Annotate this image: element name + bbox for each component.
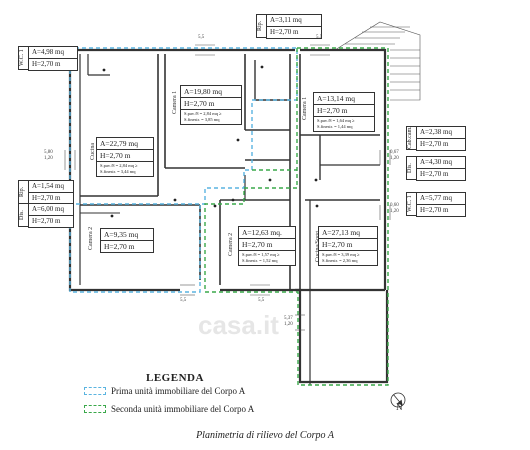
- windows: [64, 44, 391, 331]
- legend-item-first: Prima unità immobiliare del Corpo A: [84, 386, 245, 396]
- room-name-camera2b: Camera 2: [228, 232, 234, 256]
- unit-boundary-first: [68, 47, 298, 205]
- room-height: H=2,70 m: [97, 150, 153, 162]
- north-arrow-icon: [390, 392, 406, 408]
- room-note: S.pav./8 = 1,57 mq ≥S.finestr. = 1,52 mq: [242, 252, 280, 263]
- room-area: A=9,35 mq: [101, 229, 153, 241]
- room-note: S.pav./8 = 3,39 mq ≥S.finestr. = 2,36 mq: [322, 252, 360, 263]
- dim-bottom-mid: 5,37 1,20: [284, 316, 293, 327]
- room-area: A=12,63 mq.: [239, 227, 295, 239]
- room-note: S.pav./8 = 1,64 mq ≥S.finestr. = 1,44 mq: [317, 118, 355, 129]
- room-name-camera2: Camera 2: [88, 226, 94, 250]
- dim-right-upper: 0,67 1,20: [390, 150, 399, 161]
- ext-info-rip-left: A=1,54 mq H=2,70 m: [28, 180, 74, 205]
- ext-info-cabcam: A=2,38 mq H=2,70 m: [416, 126, 466, 151]
- room-area: A=19,80 mq: [181, 86, 241, 98]
- fixture-dots: [102, 65, 319, 218]
- room-info-camera1b: A=13,14 mq H=2,70 m S.pav./8 = 1,64 mq ≥…: [313, 92, 375, 132]
- room-area: A=27,13 mq: [319, 227, 377, 239]
- room-height: H=2,70 m: [104, 242, 135, 251]
- caption: Planimetria di rilievo del Corpo A: [196, 430, 334, 441]
- room-note: S.pav./8 = 2,84 mq ≥S.finestr. = 3,44 mq: [100, 163, 138, 174]
- ext-info-dis-right: A=4,30 mq H=2,70 m: [416, 156, 466, 181]
- dim-bottom-window: 5,5: [258, 298, 265, 303]
- room-height: H=2,70 m: [239, 239, 295, 251]
- dim-right-lower: 0,60 1,20: [390, 203, 399, 214]
- dim-top-window: 5,5: [198, 35, 205, 40]
- ext-info-wc1-right: A=5,77 mq H=2,70 m: [416, 192, 466, 217]
- room-note: S.pav./8 = 2,84 mq ≥S.finestr. = 3,85 mq: [184, 111, 222, 122]
- room-name-camera1b: Camera 1: [302, 96, 308, 120]
- room-name-camera1: Camera 1: [172, 90, 178, 114]
- ext-info-dis-left: A=6,00 mq H=2,70 m: [28, 203, 74, 228]
- room-info-camera2b: A=12,63 mq. H=2,70 m S.pav./8 = 1,57 mq …: [238, 226, 296, 266]
- staircase: [334, 21, 421, 101]
- room-height: H=2,70 m: [319, 239, 377, 251]
- legend-swatch-second: [84, 405, 106, 413]
- unit-boundary-first-b: [69, 204, 201, 293]
- dim-left-bottom-window: 5,5: [180, 298, 187, 303]
- legend-item-second: Seconda unità immobiliare del Corpo A: [84, 404, 254, 414]
- room-area: A=22,79 mq: [97, 138, 153, 150]
- watermark: casa.it: [198, 310, 279, 340]
- room-height: H=2,70 m: [314, 105, 374, 117]
- room-info-cucina-sogg: A=27,13 mq H=2,70 m S.pav./8 = 3,39 mq ≥…: [318, 226, 378, 266]
- room-area: A=13,14 mq: [314, 93, 374, 105]
- ext-info-rip-top: A=3,11 mq H=2,70 m: [266, 14, 322, 39]
- dim-top-right-window: 5,5: [316, 35, 323, 40]
- unit-boundary-second: [204, 47, 389, 386]
- legend-swatch-first: [84, 387, 106, 395]
- ext-info-wc1-left: A=4,98 mq H=2,70 m: [28, 46, 78, 71]
- legend-title: LEGENDA: [146, 372, 204, 384]
- dim-left-mid: 5,80 1,20: [44, 150, 53, 161]
- room-info-camera2: A=9,35 mq H=2,70 m: [100, 228, 154, 253]
- room-height: H=2,70 m: [181, 98, 241, 110]
- north-label: N: [396, 402, 403, 412]
- room-info-cucina: A=22,79 mq H=2,70 m S.pav./8 = 2,84 mq ≥…: [96, 137, 154, 177]
- room-info-camera1: A=19,80 mq H=2,70 m S.pav./8 = 2,84 mq ≥…: [180, 85, 242, 125]
